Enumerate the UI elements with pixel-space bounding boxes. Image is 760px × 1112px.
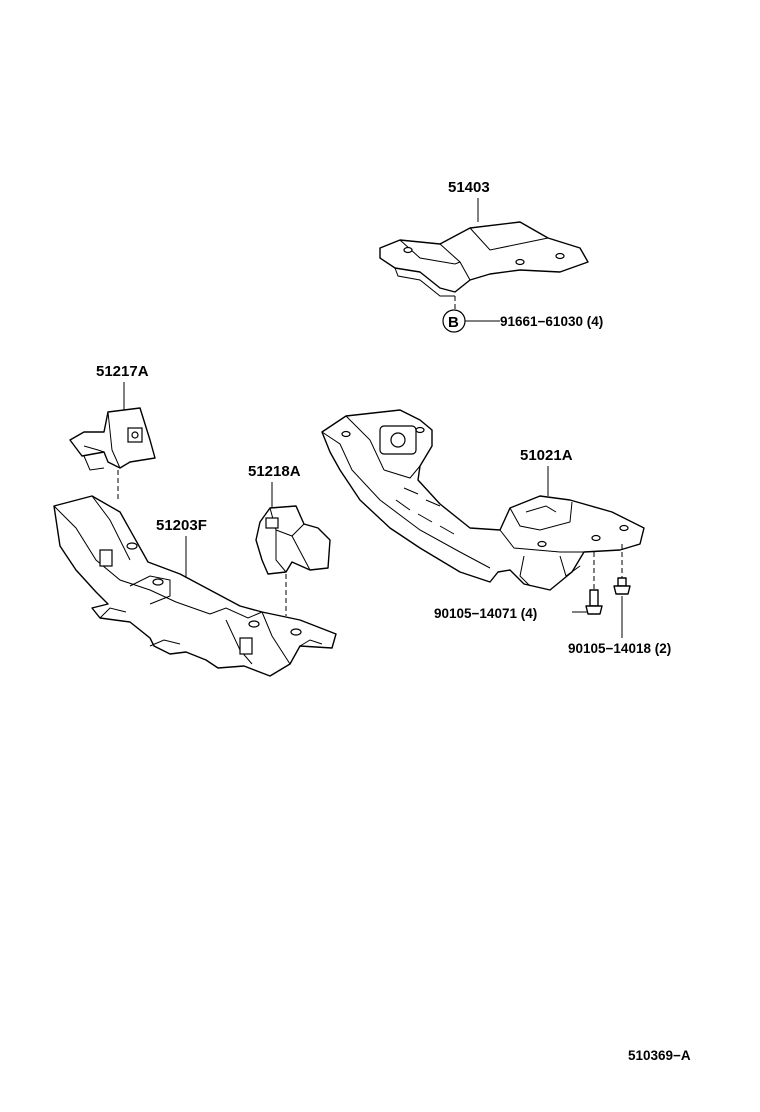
label-51217A: 51217A: [96, 363, 149, 380]
label-51403: 51403: [448, 179, 490, 196]
label-91661-61030: 91661−61030 (4): [500, 314, 603, 329]
part-51218A-bracket: [255, 505, 331, 575]
svg-text:B: B: [448, 314, 459, 331]
label-51021A: 51021A: [520, 447, 573, 464]
part-51021A-crossmember: [321, 409, 645, 591]
label-51218A: 51218A: [248, 463, 301, 480]
part-51203F-crossmember: [53, 495, 337, 677]
part-51217A-bracket: [69, 407, 156, 471]
label-90105-14018: 90105−14018 (2): [568, 641, 671, 656]
figure-id: 510369−A: [628, 1048, 691, 1063]
label-51203F: 51203F: [156, 517, 207, 534]
bolt-90105-14071: [585, 552, 603, 615]
bolt-90105-14018: [613, 544, 631, 595]
label-90105-14071: 90105−14071 (4): [434, 606, 537, 621]
callout-b: B: [442, 309, 466, 333]
part-51403-bracket: [379, 221, 589, 297]
